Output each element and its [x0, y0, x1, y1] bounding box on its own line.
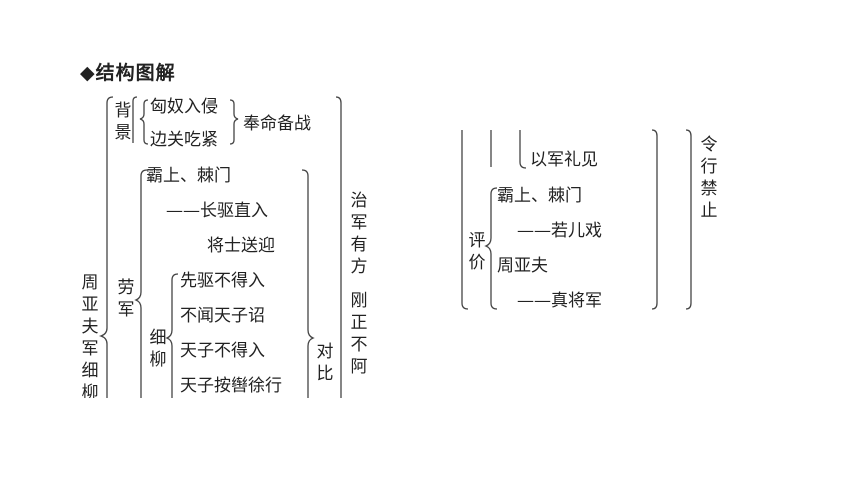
root-label: 周亚夫军细柳: [81, 273, 99, 403]
xiliu-brace: [165, 273, 179, 400]
background-item-2: 边关吃紧: [150, 130, 218, 150]
xiliu-item-3: 天子不得入: [180, 341, 265, 361]
contrast-label: 对比: [316, 342, 334, 384]
evaluation-item-3: 周亚夫: [497, 256, 548, 276]
laojun-brace: [134, 169, 148, 400]
eval-brace: [484, 187, 498, 310]
baji-line-1: ——长驱直入: [166, 201, 268, 221]
right-col-1: 治军有方: [350, 191, 368, 277]
evaluation-label: 评价: [468, 231, 486, 273]
invasion-brace: [139, 99, 149, 145]
evaluation-item-2: ——若儿戏: [517, 221, 602, 241]
evaluation-item-4: ——真将军: [517, 291, 602, 311]
right-brace-1: [335, 96, 342, 400]
laojun-label: 劳军: [117, 278, 135, 320]
eval-close-2: [685, 129, 692, 310]
xiliu-item-1: 先驱不得入: [180, 271, 265, 291]
background-brace: [132, 96, 138, 143]
background-result: 奉命备战: [243, 114, 311, 134]
root-brace: [98, 96, 114, 400]
right-col-3: 令行禁止: [700, 135, 718, 221]
prepare-brace: [229, 99, 239, 145]
page-title: ◆结构图解: [80, 62, 176, 84]
xiliu-item-4: 天子按辔徐行: [180, 376, 282, 396]
eval-close-1: [651, 129, 658, 310]
top-item: 以军礼见: [530, 150, 598, 170]
xiliu-item-2: 不闻天子诏: [180, 306, 265, 326]
evaluation-item-1: 霸上、棘门: [497, 186, 582, 206]
contrast-brace: [301, 169, 315, 400]
baji-title: 霸上、棘门: [146, 166, 231, 186]
background-item-1: 匈奴入侵: [150, 97, 218, 117]
eval-outer-brace: [461, 130, 469, 310]
right-col-2: 刚正不阿: [350, 291, 368, 377]
background-label: 背景: [114, 101, 132, 143]
xiliu-label: 细柳: [149, 328, 167, 370]
inner-line-b: [519, 130, 527, 169]
baji-line-2: 将士送迎: [207, 236, 275, 256]
crop-mask: [70, 398, 370, 484]
